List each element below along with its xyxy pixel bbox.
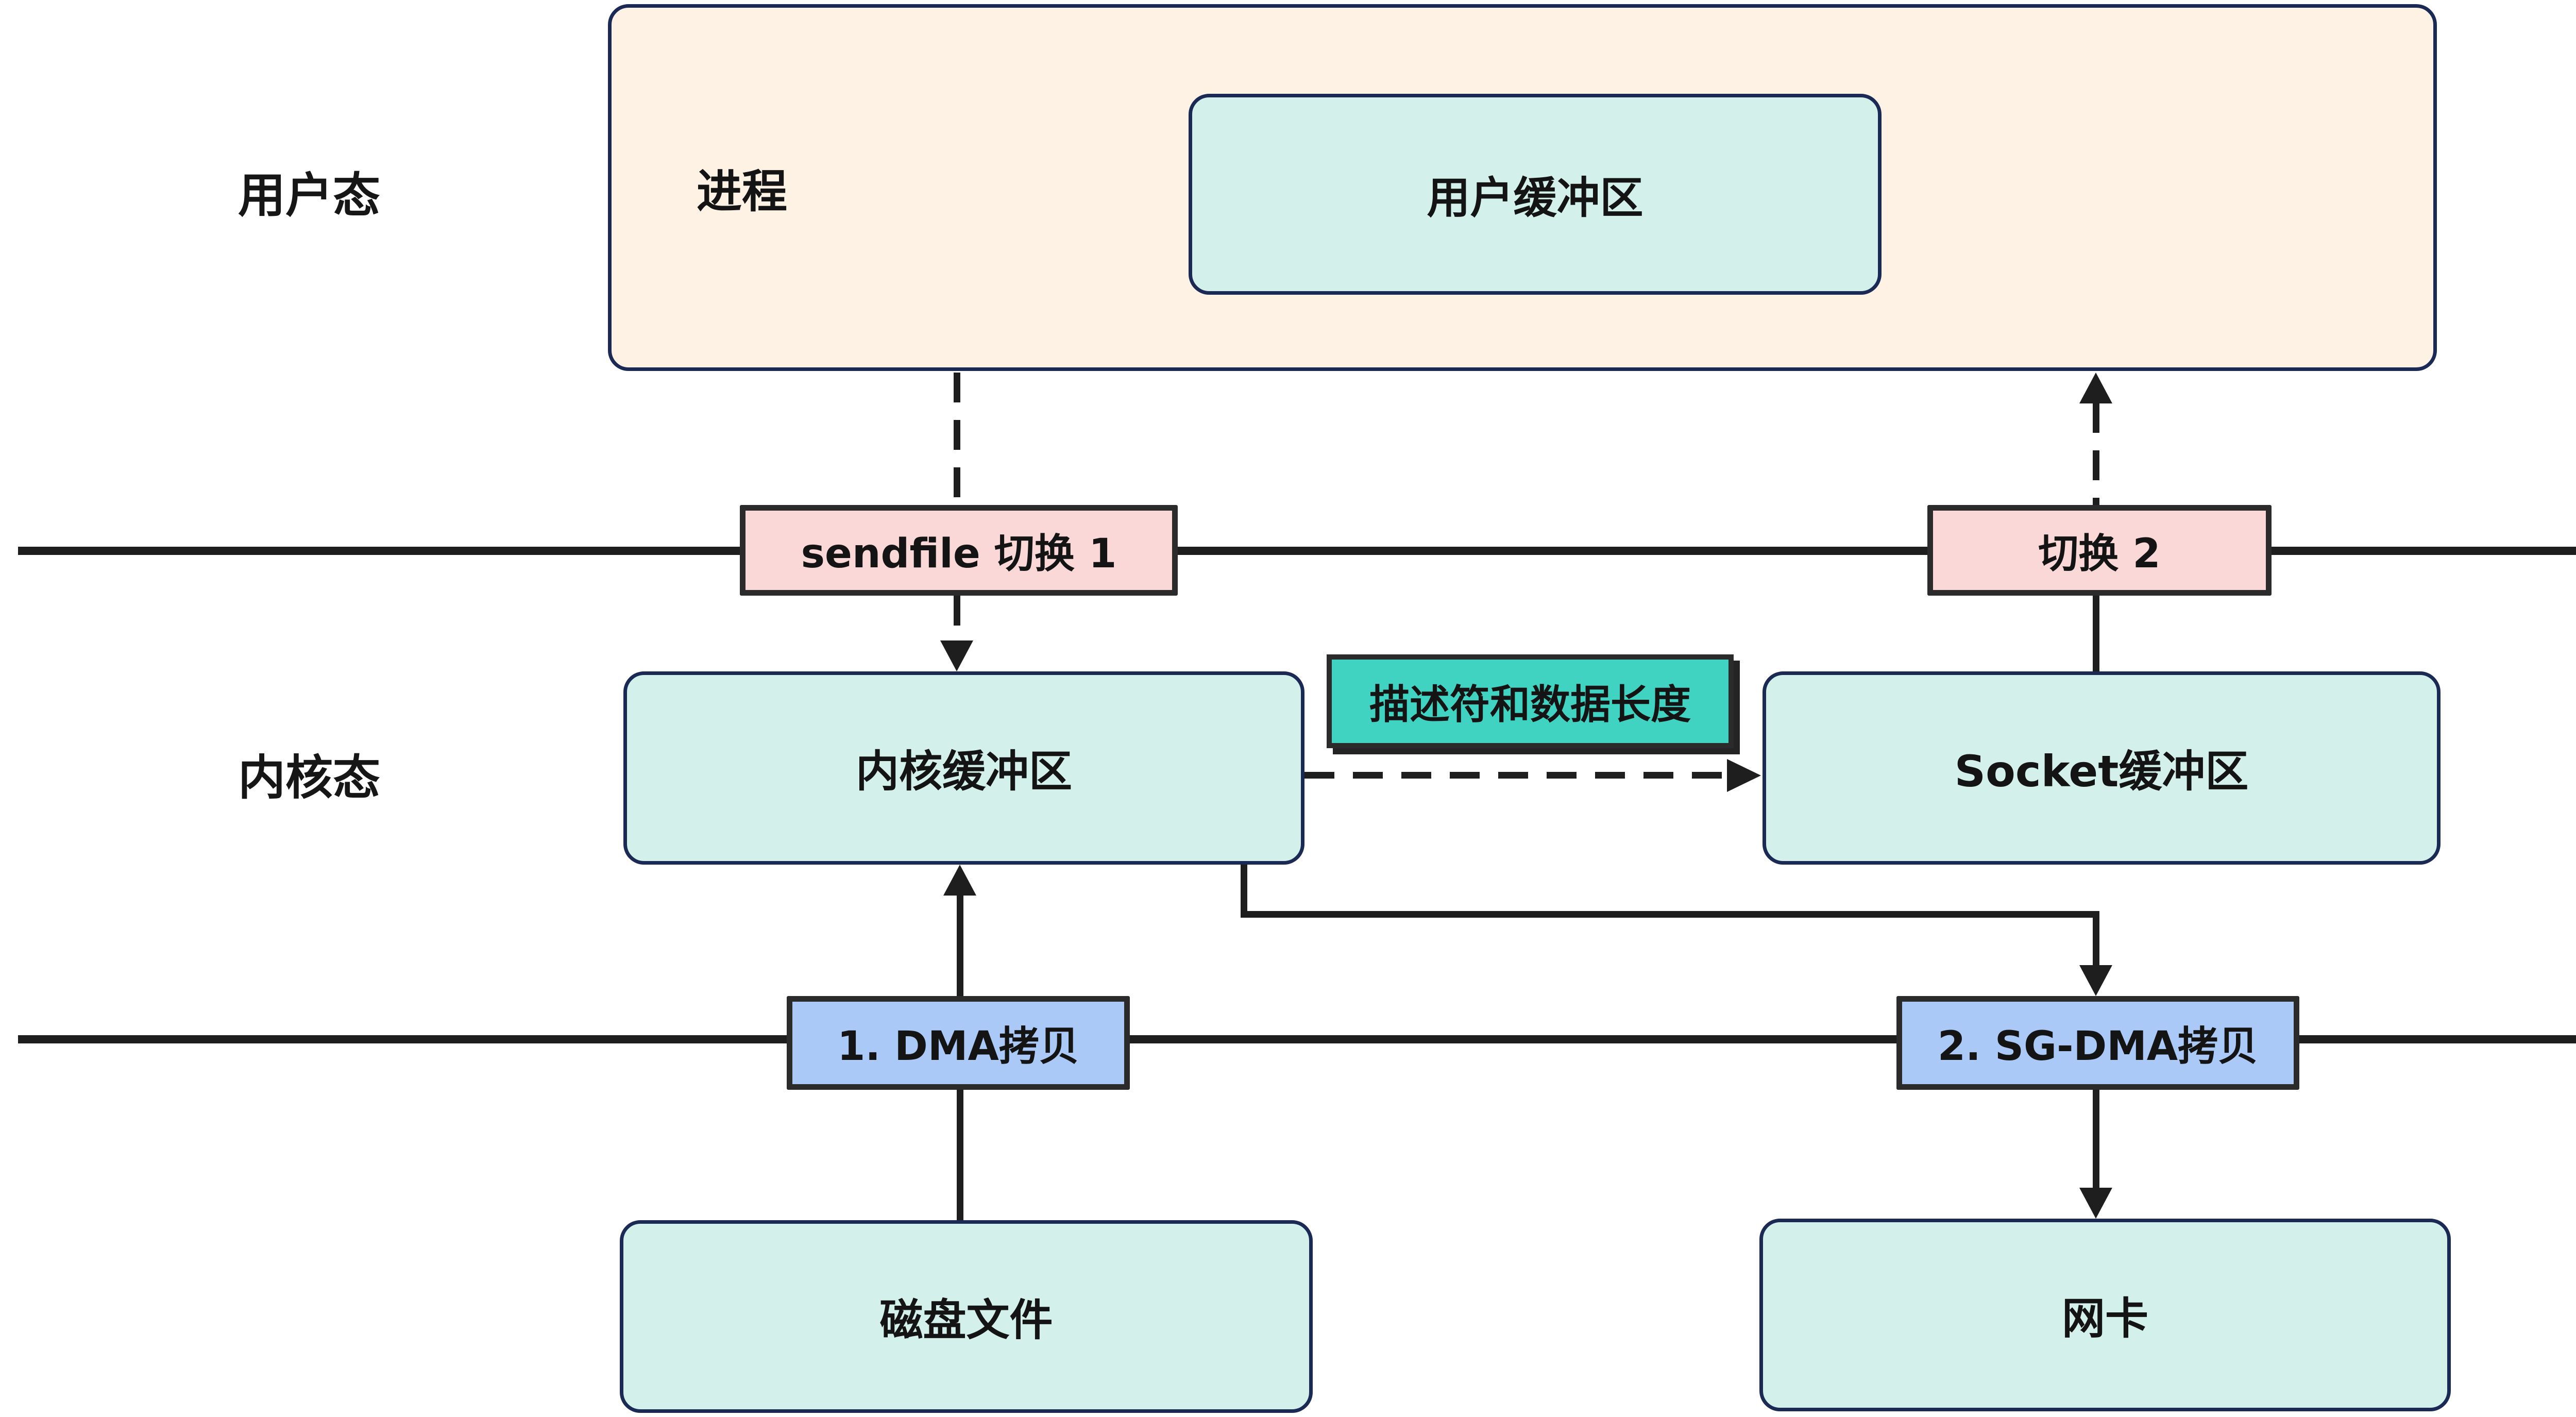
dma-copy-box: 1. DMA拷贝 [787,996,1130,1090]
kernel-buffer-to-sgdma-horizontal-segment [1241,911,2099,918]
arrow-down-into-nic-icon [2079,1188,2112,1219]
sg-dma-copy-label: 2. SG-DMA拷贝 [1937,1023,2259,1070]
arrow-down-into-sgdma-icon [2079,965,2112,996]
sendfile-switch1-box: sendfile 切换 1 [740,505,1178,596]
dma-copy-label: 1. DMA拷贝 [837,1023,1079,1070]
kernel-mode-label: 内核态 [238,750,380,805]
sendfile-switch1-label: sendfile 切换 1 [801,531,1117,577]
arrow-up-into-kernel-buffer-bottom-icon [943,865,976,896]
arrow-down-into-kernel-buffer-icon [940,640,973,671]
nic-box: 网卡 [1759,1219,2451,1411]
kernel-buffer-label: 内核缓冲区 [855,746,1072,797]
kernel-to-socket-dashed-line [1304,772,1727,779]
sg-dma-copy-box: 2. SG-DMA拷贝 [1896,996,2299,1090]
switch2-box: 切换 2 [1927,505,2272,596]
user-mode-label: 用户态 [238,168,380,223]
socket-to-switch2-line [2093,596,2099,671]
user-buffer-label: 用户缓冲区 [1427,172,1643,223]
disk-file-box: 磁盘文件 [620,1220,1313,1413]
nic-label: 网卡 [2061,1293,2148,1344]
kernel-buffer-down-segment [1241,865,1247,918]
user-buffer-box: 用户缓冲区 [1189,94,1882,295]
socket-buffer-label: Socket缓冲区 [1954,746,2249,797]
descriptor-box: 描述符和数据长度 [1327,654,1734,748]
sgdma-down-segment [2093,911,2099,966]
process-label: 进程 [697,164,788,218]
process-box: 进程 用户缓冲区 [608,4,2437,371]
socket-buffer-box: Socket缓冲区 [1762,671,2441,865]
sendfile-to-kernel-buffer-dashed-line [954,596,960,642]
sgdma-to-nic-line [2093,1090,2099,1189]
kernel-buffer-box: 内核缓冲区 [623,671,1304,865]
disk-file-label: 磁盘文件 [879,1294,1053,1345]
process-to-sendfile-dashed-line [954,373,960,505]
switch2-to-process-dashed-line [2093,403,2099,505]
arrow-right-into-socket-buffer-icon [1727,759,1761,792]
switch2-label: 切换 2 [2038,531,2161,577]
descriptor-label: 描述符和数据长度 [1369,682,1691,728]
arrow-up-into-process-icon [2079,373,2112,403]
